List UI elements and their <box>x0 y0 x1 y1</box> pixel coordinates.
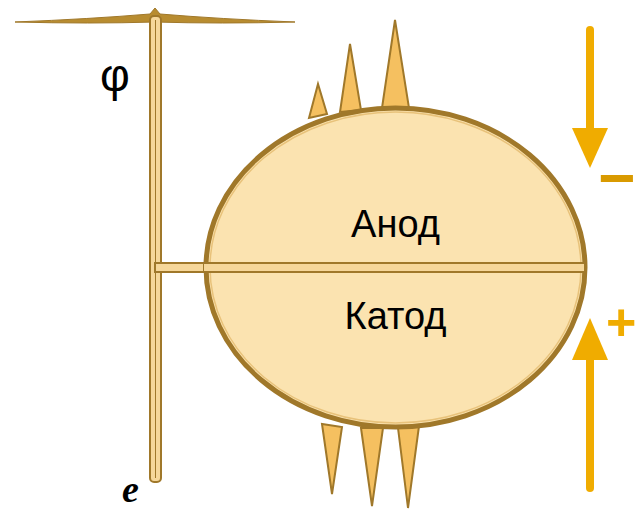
spike <box>309 84 327 118</box>
arrow-up <box>586 350 594 488</box>
spike <box>340 44 361 112</box>
minus-sign: − <box>598 146 635 210</box>
plus-sign: + <box>606 296 636 348</box>
electrode-ellipse: АнодКатод <box>203 105 588 430</box>
cathode-label: Катод <box>203 295 588 338</box>
arrow-head <box>572 318 608 360</box>
arrow-down <box>586 30 594 140</box>
anode-label: Анод <box>203 203 588 246</box>
divider-line <box>203 263 585 272</box>
spike <box>398 426 419 508</box>
potential-symbol: φ <box>100 52 130 98</box>
axis-core <box>155 20 156 478</box>
ellipse-outline <box>203 105 588 430</box>
charge-symbol: e <box>122 470 139 508</box>
spike <box>382 20 409 108</box>
axis-line <box>150 16 161 482</box>
spike <box>361 428 383 506</box>
spike <box>322 424 342 494</box>
divider-line <box>155 263 585 272</box>
